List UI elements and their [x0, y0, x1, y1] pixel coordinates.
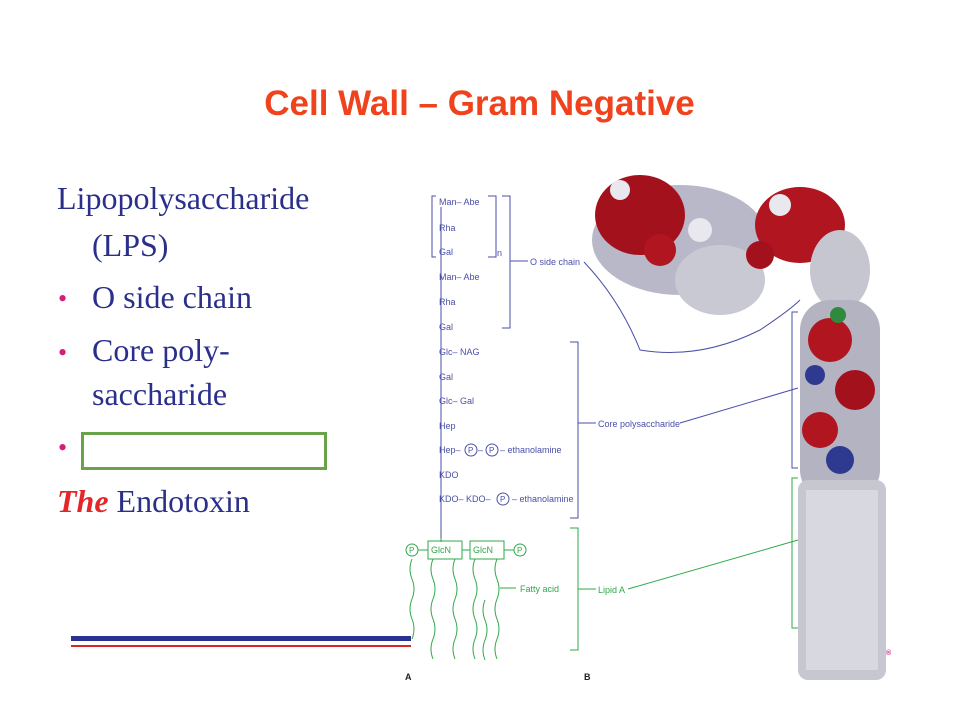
- bullet-dot-3: •: [58, 433, 68, 462]
- sugar-label: Glc– Gal: [439, 396, 474, 406]
- sugar-label: Gal: [439, 247, 453, 257]
- sugar-label: Man– Abe: [439, 197, 480, 207]
- sugar-label: Rha: [439, 297, 456, 307]
- panel-b-label: B: [584, 672, 591, 682]
- fatty-acid-label: Fatty acid: [520, 584, 559, 594]
- phosphate-symbol: P: [409, 546, 414, 555]
- the-emphasis: The: [57, 483, 109, 519]
- panel-labels: A B ®: [405, 649, 892, 682]
- sugar-label: Gal: [439, 322, 453, 332]
- phosphate-symbol: P: [500, 495, 505, 504]
- sugar-label: Rha: [439, 223, 456, 233]
- ethanolamine-label: – ethanolamine: [500, 445, 562, 455]
- bullet-core-line2: saccharide: [92, 376, 228, 412]
- glcn-label: GlcN: [431, 545, 451, 555]
- lipid-a-labels: GlcN GlcN P P Fatty acid Lipid A: [409, 545, 625, 595]
- sugar-label: Hep–: [439, 445, 461, 455]
- ethanolamine-label: – ethanolamine: [512, 494, 574, 504]
- glcn-label: GlcN: [473, 545, 493, 555]
- sugar-chain-labels: Man– Abe Rha Gal Man– Abe Rha Gal Glc– N…: [439, 197, 680, 506]
- space-filling-model-image: [592, 175, 886, 680]
- bullet-dot-1: •: [58, 284, 68, 313]
- phosphate-symbol: P: [468, 446, 473, 455]
- footer-rule-red: [71, 645, 411, 647]
- slide-title: Cell Wall – Gram Negative: [264, 84, 695, 123]
- lipid-a-schematic: [405, 477, 799, 661]
- sugar-label: Glc– NAG: [439, 347, 480, 357]
- bullet-o-side-chain: O side chain: [92, 279, 252, 315]
- registered-mark: ®: [886, 649, 892, 657]
- dash-label: –: [478, 445, 483, 455]
- panel-a-label: A: [405, 672, 412, 682]
- blank-answer-box[interactable]: [81, 432, 327, 470]
- repeat-n-label: n: [497, 248, 502, 258]
- sugar-label: KDO– KDO–: [439, 494, 491, 504]
- sugar-label: KDO: [439, 470, 459, 480]
- bullet-dot-2: •: [58, 338, 68, 367]
- lps-line1: Lipopolysaccharide: [57, 180, 310, 216]
- sugar-label: Hep: [439, 421, 456, 431]
- endotoxin-word: Endotoxin: [116, 483, 250, 519]
- lps-line2: (LPS): [92, 227, 169, 263]
- phosphate-symbol: P: [489, 446, 494, 455]
- sugar-label: Man– Abe: [439, 272, 480, 282]
- footer-rule-blue: [71, 636, 411, 641]
- core-polysaccharide-label: Core polysaccharide: [598, 419, 680, 429]
- schematic-lines: [431, 195, 801, 538]
- phosphate-symbol: P: [517, 546, 522, 555]
- endotoxin-line: The Endotoxin: [57, 485, 250, 517]
- bullet-core-line1: Core poly-: [92, 332, 230, 368]
- o-side-chain-label: O side chain: [530, 257, 580, 267]
- sugar-label: Gal: [439, 372, 453, 382]
- lipid-a-label: Lipid A: [598, 585, 625, 595]
